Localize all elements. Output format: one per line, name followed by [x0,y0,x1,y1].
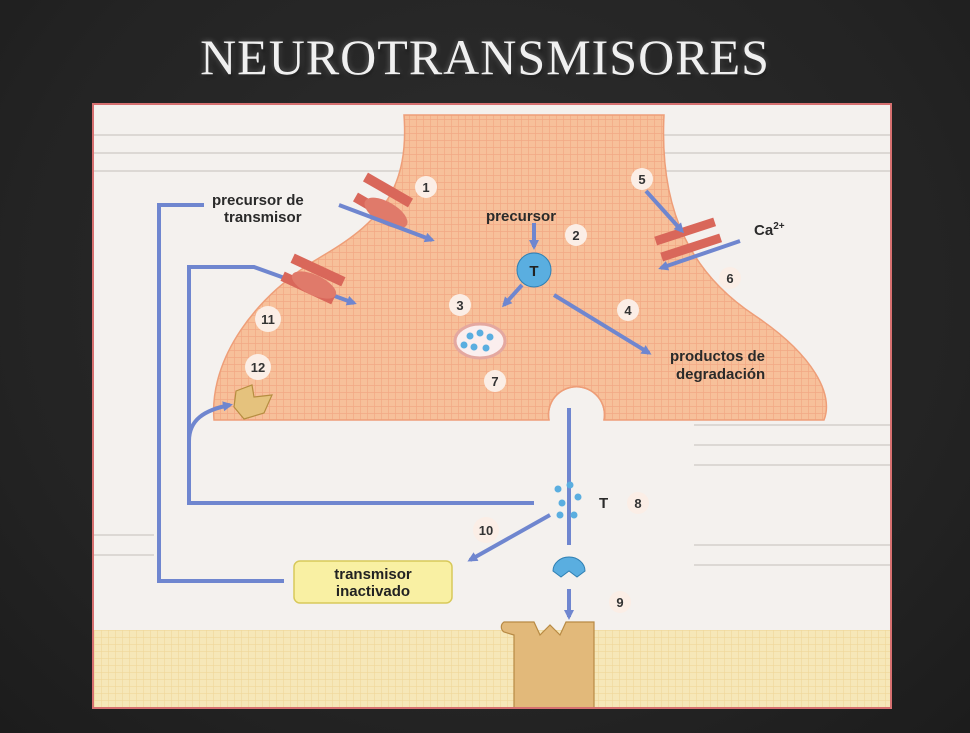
depolarization-arrow [644,189,685,234]
inactivated-label-line1: transmisor [334,566,412,583]
synapse-diagram: T T transmisor inactivado precursor de t… [94,114,890,707]
synaptic-vesicle [453,322,507,360]
svg-text:11: 11 [261,312,275,327]
postsynaptic-membrane [94,630,890,707]
svg-text:3: 3 [456,298,463,313]
svg-text:1: 1 [422,180,429,195]
calcium-entry-arrow [658,239,741,271]
step-badge-12: 12 [245,354,271,380]
svg-text:2: 2 [572,228,579,243]
precursor-transmitter-label-line2: transmisor [224,209,302,226]
step-badge-7: 7 [484,370,506,392]
svg-text:5: 5 [638,172,645,187]
exocytosis-pocket [547,386,606,421]
slide-title: NEUROTRANSMISORES [200,29,770,85]
step-badge-4: 4 [617,299,639,321]
step-badge-6: 6 [719,267,741,289]
postsynaptic-receptor-site [500,621,595,707]
postsynaptic-receptor [552,556,586,578]
inactivated-transmitter-box [293,560,453,604]
autoreceptor [233,384,273,420]
step-badge-3: 3 [449,294,471,316]
step-badges: 1 2 3 4 5 6 7 8 9 10 11 12 [245,168,741,613]
svg-text:10: 10 [479,523,493,538]
step-badge-10: 10 [473,517,499,543]
neurotransmitter-figure: T T transmisor inactivado precursor de t… [92,103,892,709]
degradation-products-line2: degradación [676,366,765,383]
svg-text:6: 6 [726,271,733,286]
autoreceptor-arrow [187,401,233,442]
svg-text:4: 4 [624,303,632,318]
svg-text:12: 12 [251,360,265,375]
inactivated-label-line2: inactivado [336,583,410,600]
degradation-arrow [552,293,652,355]
svg-text:9: 9 [616,595,623,610]
step-badge-11: 11 [255,306,281,332]
step-badge-2: 2 [565,224,587,246]
precursor-entry-arrow [338,203,435,243]
precursor-transmitter-label-line1: precursor de [212,192,304,209]
transmitter-molecule [516,252,552,288]
svg-text:8: 8 [634,496,641,511]
storage-arrow [501,283,524,308]
step-badge-8: 8 [627,492,649,514]
step-badge-9: 9 [609,591,631,613]
calcium-label: Ca2+ [754,221,785,239]
degradation-products-line1: productos de [670,348,765,365]
cleft-transmitter-label: T [599,495,608,512]
calcium-channel [654,217,723,262]
precursor-label: precursor [486,208,556,225]
svg-text:7: 7 [491,374,498,389]
step-badge-5: 5 [631,168,653,190]
transmitter-symbol: T [529,263,538,280]
reuptake-outer-loop [157,203,284,583]
step-badge-1: 1 [415,176,437,198]
inactivation-arrow [467,513,551,562]
cleft-transmitter-molecules [554,481,582,519]
membrane-channels-left [280,172,414,305]
